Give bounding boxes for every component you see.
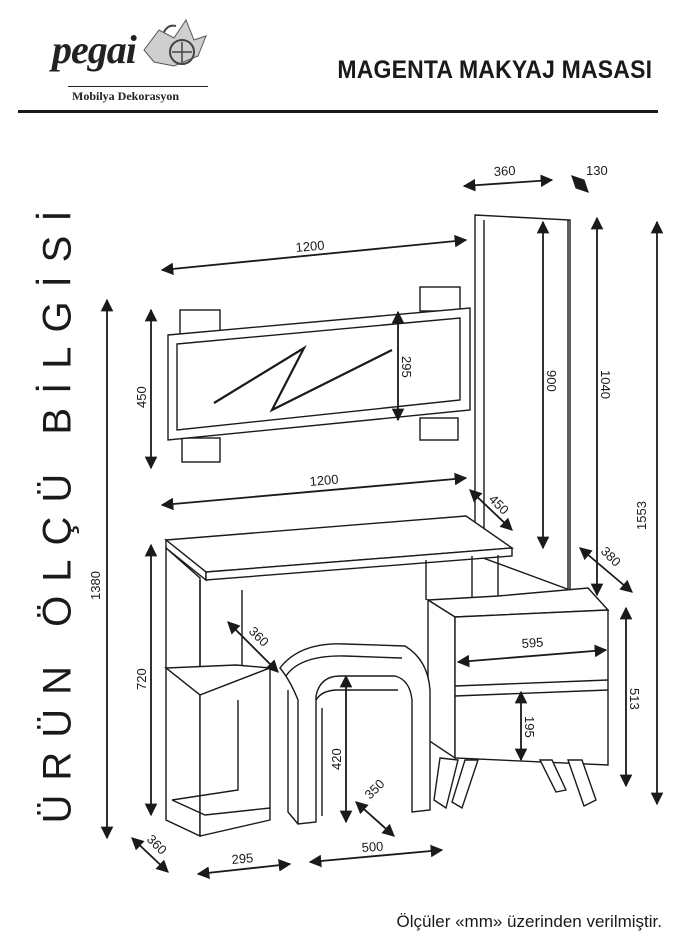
header-divider [18, 110, 658, 113]
logo-tagline: Mobilya Dekorasyon [72, 89, 180, 103]
footer-note: Ölçüler «mm» üzerinden verilmiştir. [396, 912, 662, 931]
dim-desk-width: 1200 [309, 472, 339, 489]
mirror-panel [167, 286, 471, 463]
dim-left-height: 1380 [88, 571, 103, 600]
dim-drawer-width: 595 [521, 635, 544, 651]
dim-line-drawer-width [456, 644, 608, 668]
dim-stool-height: 420 [329, 748, 344, 770]
dim-cabinet-height: 900 [544, 370, 559, 392]
logo-divider [68, 86, 208, 87]
stool [279, 643, 431, 825]
horse-logo-icon [143, 18, 207, 67]
dim-mirror-height: 450 [134, 386, 149, 408]
logo-wordmark: pegai [52, 27, 137, 72]
dim-line-base-depth [131, 837, 169, 873]
desk [164, 515, 515, 838]
dim-drawer-unit-height: 513 [627, 688, 642, 710]
dim-line-base-width [196, 858, 292, 880]
dim-line-mirror-width [160, 234, 468, 276]
dim-stool-depth: 350 [362, 776, 388, 802]
brand-logo: pegai Mobilya Dekorasyon [48, 10, 218, 105]
dim-line-stool-width [308, 844, 444, 868]
dim-line-shelf-depth [227, 621, 279, 673]
dim-mirror-glass-height: 295 [399, 356, 414, 378]
dim-stool-width: 500 [361, 839, 384, 855]
dim-shelf-depth: 360 [246, 624, 272, 650]
dim-cabinet-width: 360 [493, 163, 515, 179]
dim-base-width: 295 [231, 850, 254, 867]
dim-desk-height: 720 [134, 668, 149, 690]
dim-line-desk-depth [469, 489, 513, 531]
dim-line-stool-depth [355, 801, 395, 837]
dimension-lines [100, 174, 664, 880]
dim-line-cabinet-width [462, 174, 554, 192]
dim-mirror-width: 1200 [295, 238, 325, 255]
dim-line-unit-depth [579, 547, 633, 593]
page-title: MAGENTA MAKYAJ MASASI [337, 56, 652, 84]
dim-cabinet-depth: 130 [586, 163, 608, 178]
dim-drawer-height: 195 [522, 716, 537, 738]
drawer-unit [425, 587, 610, 810]
dim-cabinet-total-height: 1040 [598, 370, 613, 399]
dim-total-height: 1553 [634, 501, 649, 530]
dim-line-desk-width [160, 472, 468, 511]
dim-line-cabinet-depth [571, 175, 589, 193]
